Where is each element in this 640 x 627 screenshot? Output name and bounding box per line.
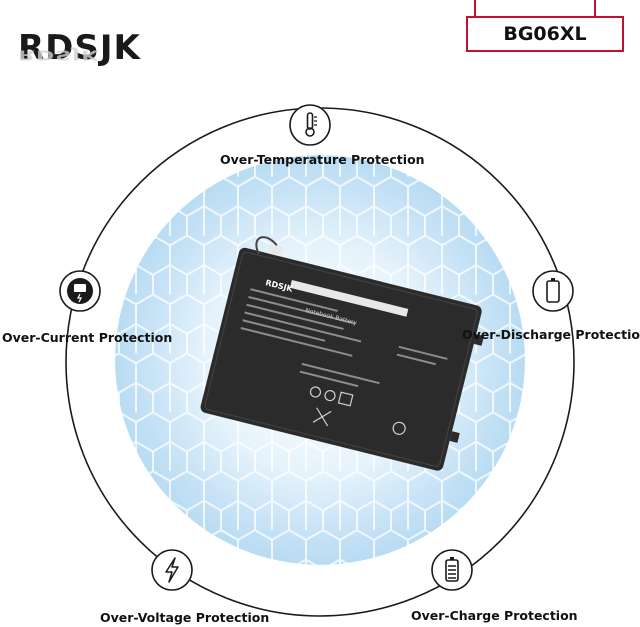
battery-full-icon: [431, 549, 473, 591]
model-box-tick-left: [474, 0, 476, 16]
lightning-icon: [151, 549, 193, 591]
label-over-current: Over-Current Protection: [2, 330, 173, 345]
label-over-discharge: Over-Discharge Protection: [462, 327, 640, 342]
brand-logo: RDSJK RDSJK: [18, 28, 188, 88]
current-meter-icon: [59, 270, 101, 312]
model-box-tick-right: [594, 0, 596, 16]
label-over-charge: Over-Charge Protection: [411, 608, 578, 623]
model-number-box: BG06XL: [466, 16, 624, 52]
label-over-temperature: Over-Temperature Protection: [220, 152, 425, 167]
brand-logo-text: RDSJK: [18, 28, 141, 68]
battery-pack: [200, 236, 484, 471]
label-over-voltage: Over-Voltage Protection: [100, 610, 270, 625]
battery-empty-icon: [532, 270, 574, 312]
thermometer-icon: [289, 104, 331, 146]
